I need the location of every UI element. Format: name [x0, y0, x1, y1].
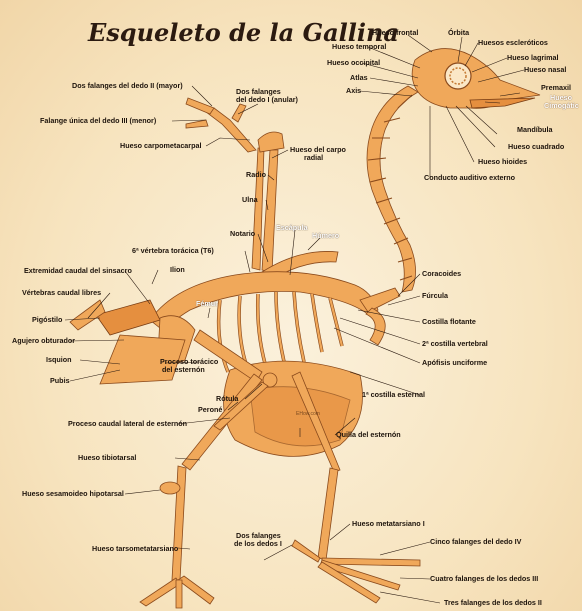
label-hueso-temporal: Hueso temporal [332, 43, 386, 51]
label-pigostilo: Pigóstilo [32, 316, 62, 324]
label-hueso-carpo-radial-2: radial [304, 154, 323, 162]
label-agujero-obturador: Agujero obturador [12, 337, 75, 345]
label-costilla-esternal: 1ª costilla esternal [362, 391, 425, 399]
label-hueso-sesamoideo: Hueso sesamoideo hipotarsal [22, 490, 124, 498]
label-dos-falanges-anular-2: del dedo I (anular) [236, 96, 298, 104]
label-vertebra-toracica: 6ª vértebra torácica (T6) [132, 247, 214, 255]
label-hueso-nasal: Hueso nasal [524, 66, 566, 74]
label-rotula: Rótula [216, 395, 238, 403]
label-hueso-tibiotarsal: Hueso tibiotarsal [78, 454, 136, 462]
label-hueso-occipital: Hueso occipital [327, 59, 380, 67]
label-conducto-auditivo: Conducto auditivo externo [424, 174, 515, 182]
label-falange-unica-dedo-iii: Falange única del dedo III (menor) [40, 117, 156, 125]
label-pubis: Pubis [50, 377, 70, 385]
label-costilla-vertebral: 2ª costilla vertebral [422, 340, 488, 348]
label-hueso-cuadrado: Hueso cuadrado [508, 143, 564, 151]
label-cuatro-falanges: Cuatro falanges de los dedos III [430, 575, 538, 583]
label-premaxilar: Premaxil [541, 84, 571, 92]
label-escapula: Escápula [276, 224, 308, 232]
label-hueso-lagrimal: Hueso lagrimal [507, 54, 559, 62]
label-perone: Peroné [198, 406, 222, 414]
label-humero: Húmero [312, 232, 339, 240]
label-axis: Axis [346, 87, 361, 95]
label-costilla-flotante: Costilla flotante [422, 318, 476, 326]
label-hueso-tarsometatarsiano: Hueso tarsometatarsiano [92, 545, 178, 553]
label-orbita: Órbita [448, 29, 469, 37]
label-femur: Fémur [196, 300, 218, 308]
label-furcula: Fúrcula [422, 292, 448, 300]
label-hueso-metatarsiano: Hueso metatarsiano I [352, 520, 425, 528]
label-isquion: Isquion [46, 356, 72, 364]
label-proceso-caudal-lateral: Proceso caudal lateral de esternón [68, 420, 187, 428]
label-tres-falanges: Tres falanges de los dedos II [444, 599, 542, 607]
label-ulna: Ulna [242, 196, 258, 204]
watermark: EHow.com [296, 410, 320, 418]
label-vertebras-caudal: Vértebras caudal libres [22, 289, 101, 297]
label-coracoides: Coracoides [422, 270, 461, 278]
label-hueso-hioides: Hueso hioides [478, 158, 527, 166]
label-cinco-falanges: Cinco falanges del dedo IV [430, 538, 521, 546]
label-proceso-toracico-2: del esternón [162, 366, 205, 374]
label-hueso-frontal: Hueso frontal [372, 29, 418, 37]
label-quilla: Quilla del esternón [336, 431, 401, 439]
label-extremidad-sinsacro: Extremidad caudal del sinsacro [24, 267, 132, 275]
label-atlas: Atlas [350, 74, 368, 82]
label-huesos-escleroticos: Huesos escleróticos [478, 39, 548, 47]
label-dos-falanges-dedos-2: de los dedos I [234, 540, 282, 548]
label-hueso-cimogatico-2: Cimogátic [544, 102, 579, 110]
label-notario: Notario [230, 230, 255, 238]
label-mandibula: Mandíbula [517, 126, 553, 134]
label-radio: Radio [246, 171, 266, 179]
label-hueso-carpometacarpal: Hueso carpometacarpal [120, 142, 202, 150]
neck-vertebrae [367, 86, 418, 292]
label-ilion: Ilion [170, 266, 185, 274]
label-dos-falanges-dedo-ii: Dos falanges del dedo II (mayor) [72, 82, 183, 90]
label-apofisis-unciforme: Apófisis unciforme [422, 359, 487, 367]
